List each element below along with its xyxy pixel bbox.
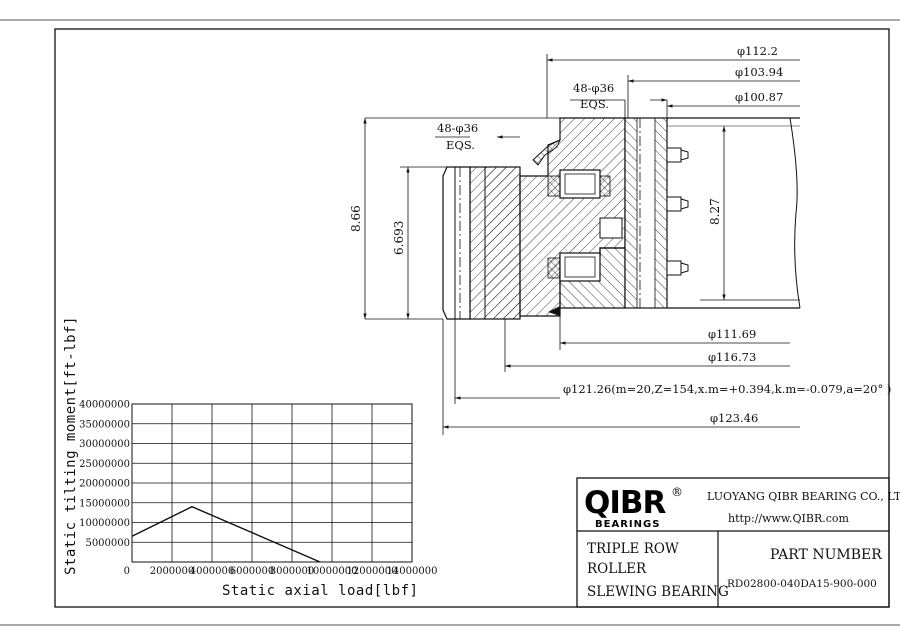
lower-roller xyxy=(559,252,601,282)
dim-d5: φ116.73 xyxy=(708,350,756,364)
chart-series-line xyxy=(131,505,321,563)
chart-y-tick-label: 35000000 xyxy=(79,419,130,430)
chart-y-tick-label: 40000000 xyxy=(79,400,130,411)
top-seal xyxy=(532,139,561,166)
chart-y-tick-label: 15000000 xyxy=(79,498,130,509)
chart-x-tick-label: 2000000 xyxy=(150,566,195,577)
product-line-2: ROLLER xyxy=(587,561,647,577)
product-line-3: SLEWING BEARING xyxy=(587,584,729,600)
chart-x-tick-label: 8000000 xyxy=(270,566,315,577)
dim-d2: φ103.94 xyxy=(735,65,783,79)
bearing-section xyxy=(442,117,801,320)
product-line-1: TRIPLE ROW xyxy=(587,541,679,557)
chart-x-tick-label: 4000000 xyxy=(190,566,235,577)
load-chart: 5000000100000001500000020000000250000003… xyxy=(63,316,437,599)
chart-y-axis-label: Static tilting moment[ft-lbf] xyxy=(63,316,79,575)
company-logo: QIBR xyxy=(584,485,667,521)
dim-d1: φ112.2 xyxy=(737,44,778,58)
logo-registered-mark: ® xyxy=(671,485,683,499)
chart-x-tick-label: 10000000 xyxy=(307,566,358,577)
dim-holes-top: 48-φ36 xyxy=(573,81,614,95)
chart-x-axis-label: Static axial load[lbf] xyxy=(222,583,418,599)
dim-d7: φ123.46 xyxy=(710,411,758,425)
outer-ring-flange xyxy=(442,166,471,320)
dimension-lines xyxy=(363,54,800,435)
company-name: LUOYANG QIBR BEARING CO., LTD xyxy=(707,490,900,503)
chart-grid xyxy=(132,404,412,562)
dim-h-right: 8.27 xyxy=(708,198,722,225)
drawing-border xyxy=(54,28,890,608)
chart-x-tick-label: 0 xyxy=(124,566,130,577)
dim-holes-left-eqs: EQS. xyxy=(446,138,475,152)
logo-subtitle: BEARINGS xyxy=(595,519,660,530)
dim-h-outer: 8.66 xyxy=(349,205,363,232)
chart-y-tick-label: 5000000 xyxy=(85,538,130,549)
radial-roller xyxy=(599,217,623,239)
upper-roller xyxy=(559,169,601,199)
chart-x-tick-label: 6000000 xyxy=(230,566,275,577)
chart-y-tick-label: 10000000 xyxy=(79,518,130,529)
part-number-value: RD02800-040DA15-900-000 xyxy=(727,578,877,590)
dimension-texts: φ112.2 φ103.94 φ100.87 48-φ36 EQS. 48-φ3… xyxy=(349,44,891,425)
dim-d4: φ111.69 xyxy=(708,327,756,341)
chart-x-ticks: 0 200000040000006000000800000010000000120… xyxy=(124,566,438,577)
dim-h-inner: 6.693 xyxy=(392,221,406,255)
chart-y-tick-label: 30000000 xyxy=(79,439,130,450)
dim-d3: φ100.87 xyxy=(735,90,783,104)
dim-holes-left: 48-φ36 xyxy=(437,121,478,135)
bolts xyxy=(666,147,689,276)
bottom-seal xyxy=(548,306,560,316)
chart-x-tick-label: 14000000 xyxy=(387,566,438,577)
part-number-label: PART NUMBER xyxy=(770,547,882,563)
chart-x-tick-label: 12000000 xyxy=(347,566,398,577)
company-url: http://www.QIBR.com xyxy=(728,512,850,525)
title-block: QIBR ® BEARINGS LUOYANG QIBR BEARING CO.… xyxy=(576,477,900,608)
dim-holes-top-eqs: EQS. xyxy=(580,97,609,111)
dim-d6: φ121.26(m=20,Z=154,x.m=+0.394,k.m=-0.079… xyxy=(563,382,891,396)
chart-y-ticks: 5000000 10000000 15000000 20000000 25000000 3… xyxy=(79,400,130,549)
chart-y-tick-label: 25000000 xyxy=(79,459,130,470)
chart-y-tick-label: 20000000 xyxy=(79,479,130,490)
